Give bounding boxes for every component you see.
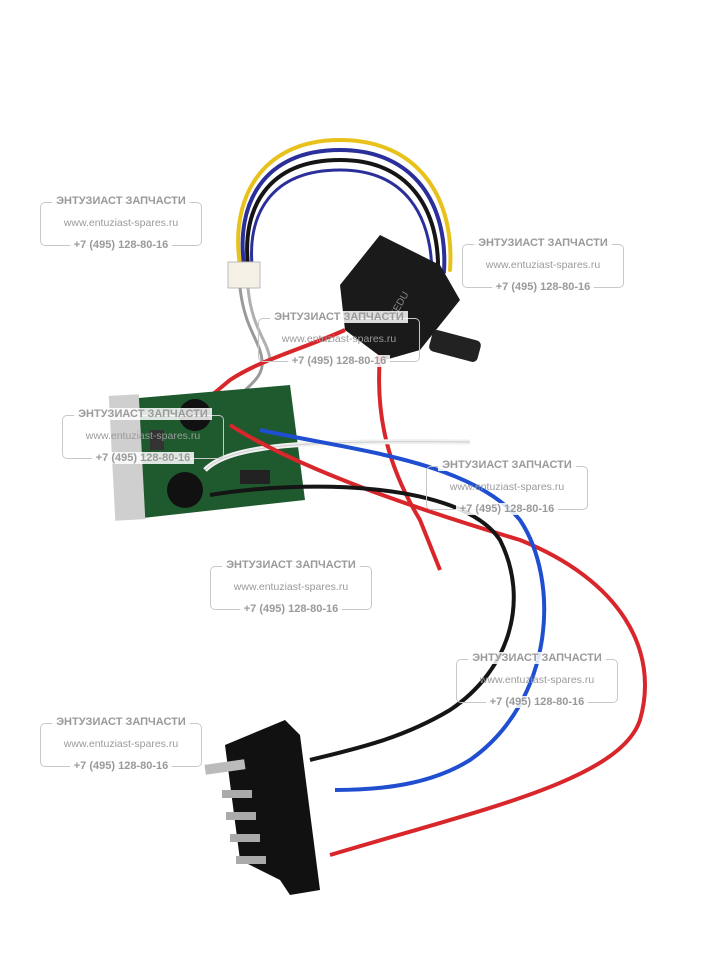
watermark-phone: +7 (495) 128-80-16 [91, 452, 195, 464]
watermark-phone: +7 (495) 128-80-16 [239, 603, 343, 615]
red-wire-short [377, 354, 442, 571]
watermark: ЭНТУЗИАСТ ЗАПЧАСТИ www.entuziast-spares.r… [62, 408, 224, 464]
watermark-title: ЭНТУЗИАСТ ЗАПЧАСТИ [474, 237, 612, 249]
watermark-url: www.entuziast-spares.ru [85, 430, 201, 442]
black-wire [209, 484, 516, 762]
top-wire-loop [236, 137, 453, 278]
watermark-url: www.entuziast-spares.ru [233, 581, 349, 593]
watermark: ЭНТУЗИАСТ ЗАПЧАСТИ www.entuziast-spares.r… [456, 652, 618, 708]
white-connector [227, 261, 261, 289]
watermark-phone: +7 (495) 128-80-16 [491, 281, 595, 293]
watermark: ЭНТУЗИАСТ ЗАПЧАСТИ www.entuziast-spares.r… [40, 195, 202, 251]
watermark-title: ЭНТУЗИАСТ ЗАПЧАСТИ [52, 716, 190, 728]
watermark: ЭНТУЗИАСТ ЗАПЧАСТИ www.entuziast-spares.r… [40, 716, 202, 772]
watermark-phone: +7 (495) 128-80-16 [287, 355, 391, 367]
watermark-title: ЭНТУЗИАСТ ЗАПЧАСТИ [270, 311, 408, 323]
watermark-url: www.entuziast-spares.ru [63, 738, 179, 750]
watermark: ЭНТУЗИАСТ ЗАПЧАСТИ www.entuziast-spares.r… [210, 559, 372, 615]
watermark-title: ЭНТУЗИАСТ ЗАПЧАСТИ [74, 408, 212, 420]
watermark-url: www.entuziast-spares.ru [63, 217, 179, 229]
watermark-phone: +7 (495) 128-80-16 [69, 760, 173, 772]
watermark-title: ЭНТУЗИАСТ ЗАПЧАСТИ [468, 652, 606, 664]
watermark: ЭНТУЗИАСТ ЗАПЧАСТИ www.entuziast-spares.r… [426, 459, 588, 515]
watermark-title: ЭНТУЗИАСТ ЗАПЧАСТИ [438, 459, 576, 471]
watermark-url: www.entuziast-spares.ru [479, 674, 595, 686]
watermark: ЭНТУЗИАСТ ЗАПЧАСТИ www.entuziast-spares.r… [462, 237, 624, 293]
watermark-phone: +7 (495) 128-80-16 [485, 696, 589, 708]
watermark-url: www.entuziast-spares.ru [449, 481, 565, 493]
battery-terminal-block [204, 720, 320, 895]
watermark-title: ЭНТУЗИАСТ ЗАПЧАСТИ [222, 559, 360, 571]
watermark-phone: +7 (495) 128-80-16 [69, 239, 173, 251]
watermark-url: www.entuziast-spares.ru [281, 333, 397, 345]
watermark-url: www.entuziast-spares.ru [485, 259, 601, 271]
watermark-title: ЭНТУЗИАСТ ЗАПЧАСТИ [52, 195, 190, 207]
watermark-phone: +7 (495) 128-80-16 [455, 503, 559, 515]
watermark: ЭНТУЗИАСТ ЗАПЧАСТИ www.entuziast-spares.r… [258, 311, 420, 367]
blue-wire [259, 428, 547, 792]
